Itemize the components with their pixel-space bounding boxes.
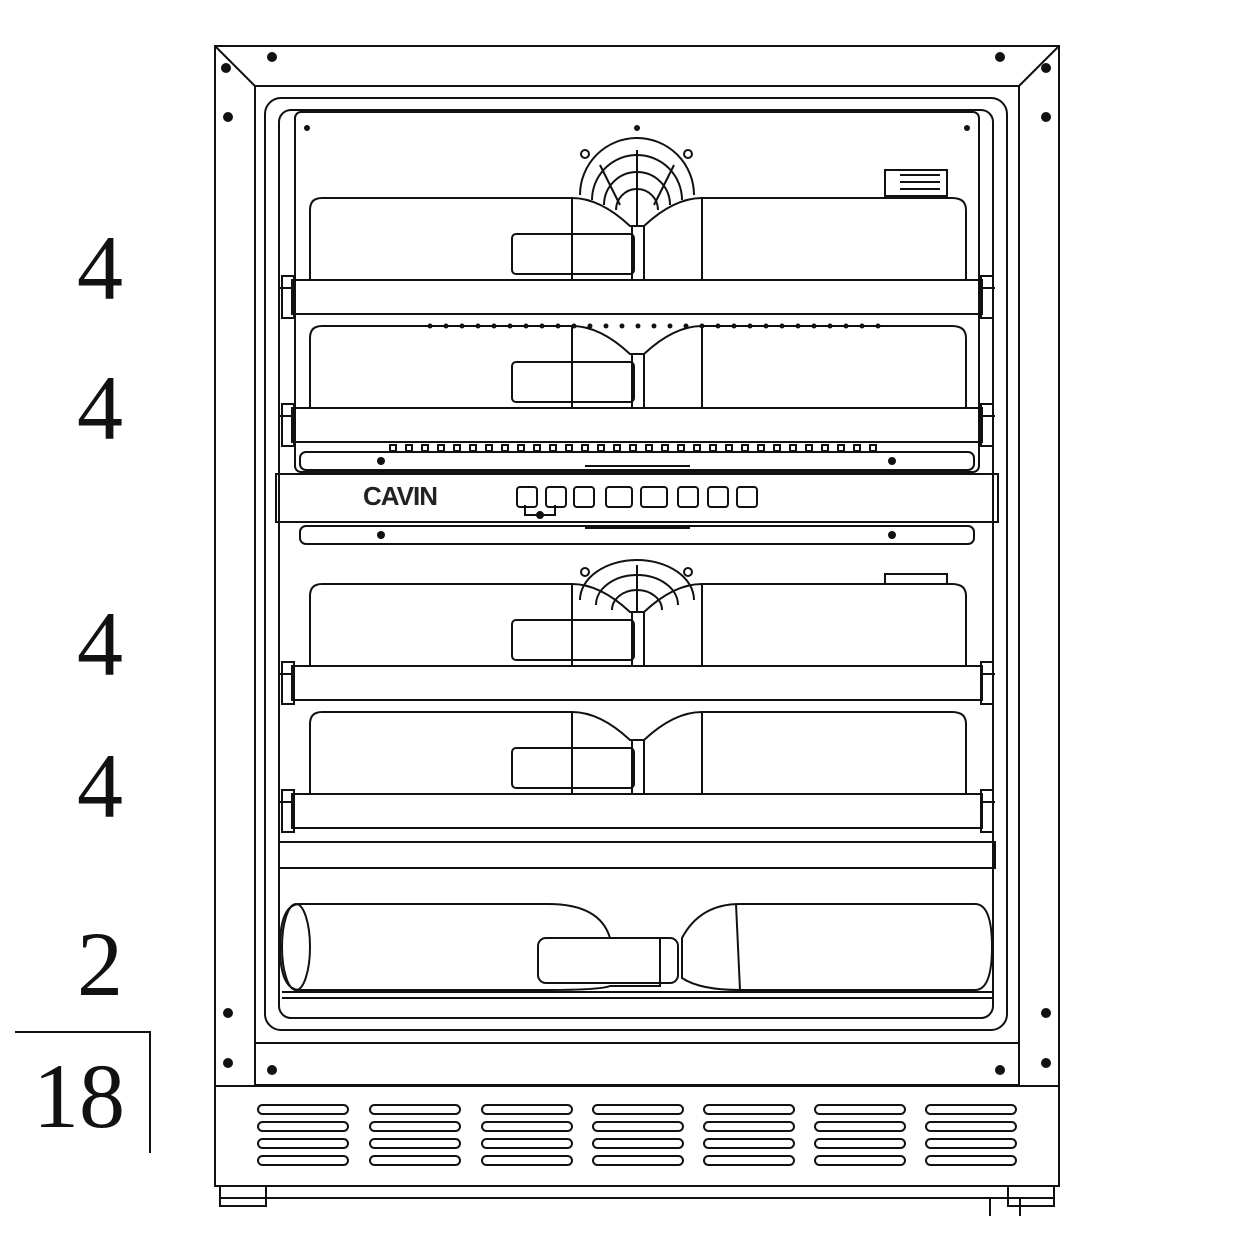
vent-slot <box>369 1155 461 1166</box>
vent-panel <box>214 1085 1060 1187</box>
vent-slot <box>257 1138 349 1149</box>
vent-slot <box>369 1121 461 1132</box>
shelf-count-5: 2 <box>77 913 123 1015</box>
shelf-tier-2 <box>279 325 995 447</box>
vent-slot <box>814 1121 906 1132</box>
vent-slot <box>703 1138 795 1149</box>
down-arrow-icon[interactable] <box>707 486 729 508</box>
zone-1-display[interactable] <box>605 486 633 508</box>
bottom-fan-icon <box>579 559 695 612</box>
vent-slot <box>257 1121 349 1132</box>
shelf-count-1: 4 <box>77 217 123 319</box>
vent-slot <box>369 1104 461 1115</box>
vent-slot <box>703 1104 795 1115</box>
vent-slot <box>369 1138 461 1149</box>
shelf-tier-1 <box>279 197 995 319</box>
vent-slot <box>814 1104 906 1115</box>
shelf-count-4: 4 <box>77 735 123 837</box>
vent-slot <box>257 1155 349 1166</box>
shelf-tier-4 <box>279 711 995 833</box>
total-bracket-line <box>149 1031 151 1153</box>
lock-icon[interactable] <box>545 486 567 508</box>
total-divider-line <box>15 1031 151 1033</box>
vent-slot <box>925 1121 1017 1132</box>
screws <box>221 52 1051 1075</box>
vent-slot <box>592 1121 684 1132</box>
light-icon[interactable] <box>516 486 538 508</box>
sensor-label-bottom <box>884 573 948 585</box>
power-icon[interactable] <box>573 486 595 508</box>
vent-slot <box>814 1155 906 1166</box>
vent-slot <box>257 1104 349 1115</box>
vent-slot <box>925 1104 1017 1115</box>
vent-slot <box>481 1104 573 1115</box>
vent-slot <box>925 1138 1017 1149</box>
vent-slot <box>481 1155 573 1166</box>
sensor-label-top <box>884 169 948 197</box>
wave-icon[interactable] <box>736 486 758 508</box>
shelf-count-2: 4 <box>77 357 123 459</box>
vent-slot <box>592 1104 684 1115</box>
brand-logo: CAVIN <box>363 481 437 511</box>
control-panel <box>275 451 999 545</box>
vent-grille <box>257 1104 1017 1166</box>
zone-2-display[interactable] <box>640 486 668 508</box>
vent-slot <box>592 1138 684 1149</box>
vent-slot <box>814 1138 906 1149</box>
vent-slot <box>703 1121 795 1132</box>
shelf-count-3: 4 <box>77 593 123 695</box>
vent-slot <box>703 1155 795 1166</box>
vent-slot <box>481 1121 573 1132</box>
vent-slot <box>925 1155 1017 1166</box>
vent-slot <box>481 1138 573 1149</box>
total-count: 18 <box>33 1045 125 1147</box>
up-arrow-icon[interactable] <box>677 486 699 508</box>
shelf-tier-3 <box>279 583 995 705</box>
vent-slot <box>592 1155 684 1166</box>
top-fan-icon <box>579 137 695 225</box>
glass-window <box>264 97 1008 1031</box>
bottom-bottle-shelf <box>278 841 996 999</box>
